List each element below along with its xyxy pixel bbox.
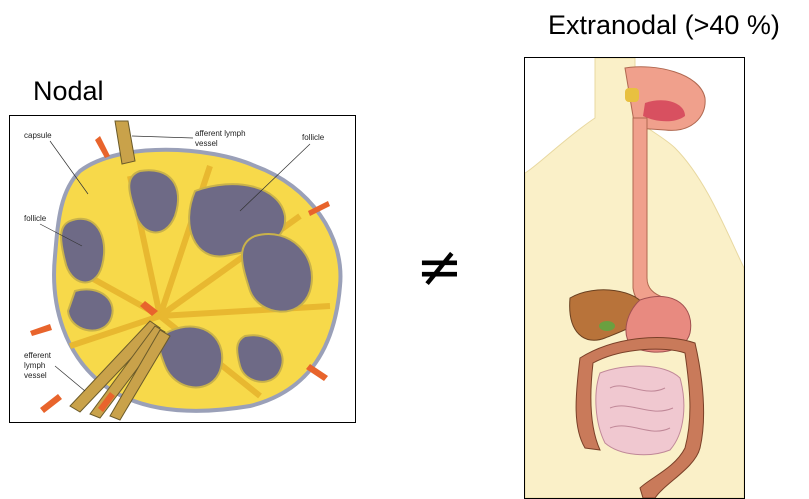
label-afferent-2: vessel xyxy=(195,139,218,148)
gi-tract-svg xyxy=(525,58,744,498)
label-efferent-1: efferent xyxy=(24,351,52,360)
salivary-gland xyxy=(625,88,639,102)
lymph-node-illustration: capsule afferent lymph vessel follicle f… xyxy=(9,115,356,423)
label-capsule: capsule xyxy=(24,131,52,140)
gallbladder xyxy=(599,321,615,331)
not-equal-symbol: ≠ xyxy=(416,240,463,296)
label-follicle-top: follicle xyxy=(302,133,325,142)
lymph-node-svg: capsule afferent lymph vessel follicle f… xyxy=(10,116,355,422)
label-efferent-3: vessel xyxy=(24,371,47,380)
label-efferent-2: lymph xyxy=(24,361,45,370)
small-intestine xyxy=(596,366,684,455)
nodal-title: Nodal xyxy=(33,76,104,107)
label-afferent-1: afferent lymph xyxy=(195,129,246,138)
label-follicle-left: follicle xyxy=(24,214,47,223)
extranodal-title: Extranodal (>40 %) xyxy=(548,10,780,41)
gi-tract-illustration xyxy=(524,57,745,499)
